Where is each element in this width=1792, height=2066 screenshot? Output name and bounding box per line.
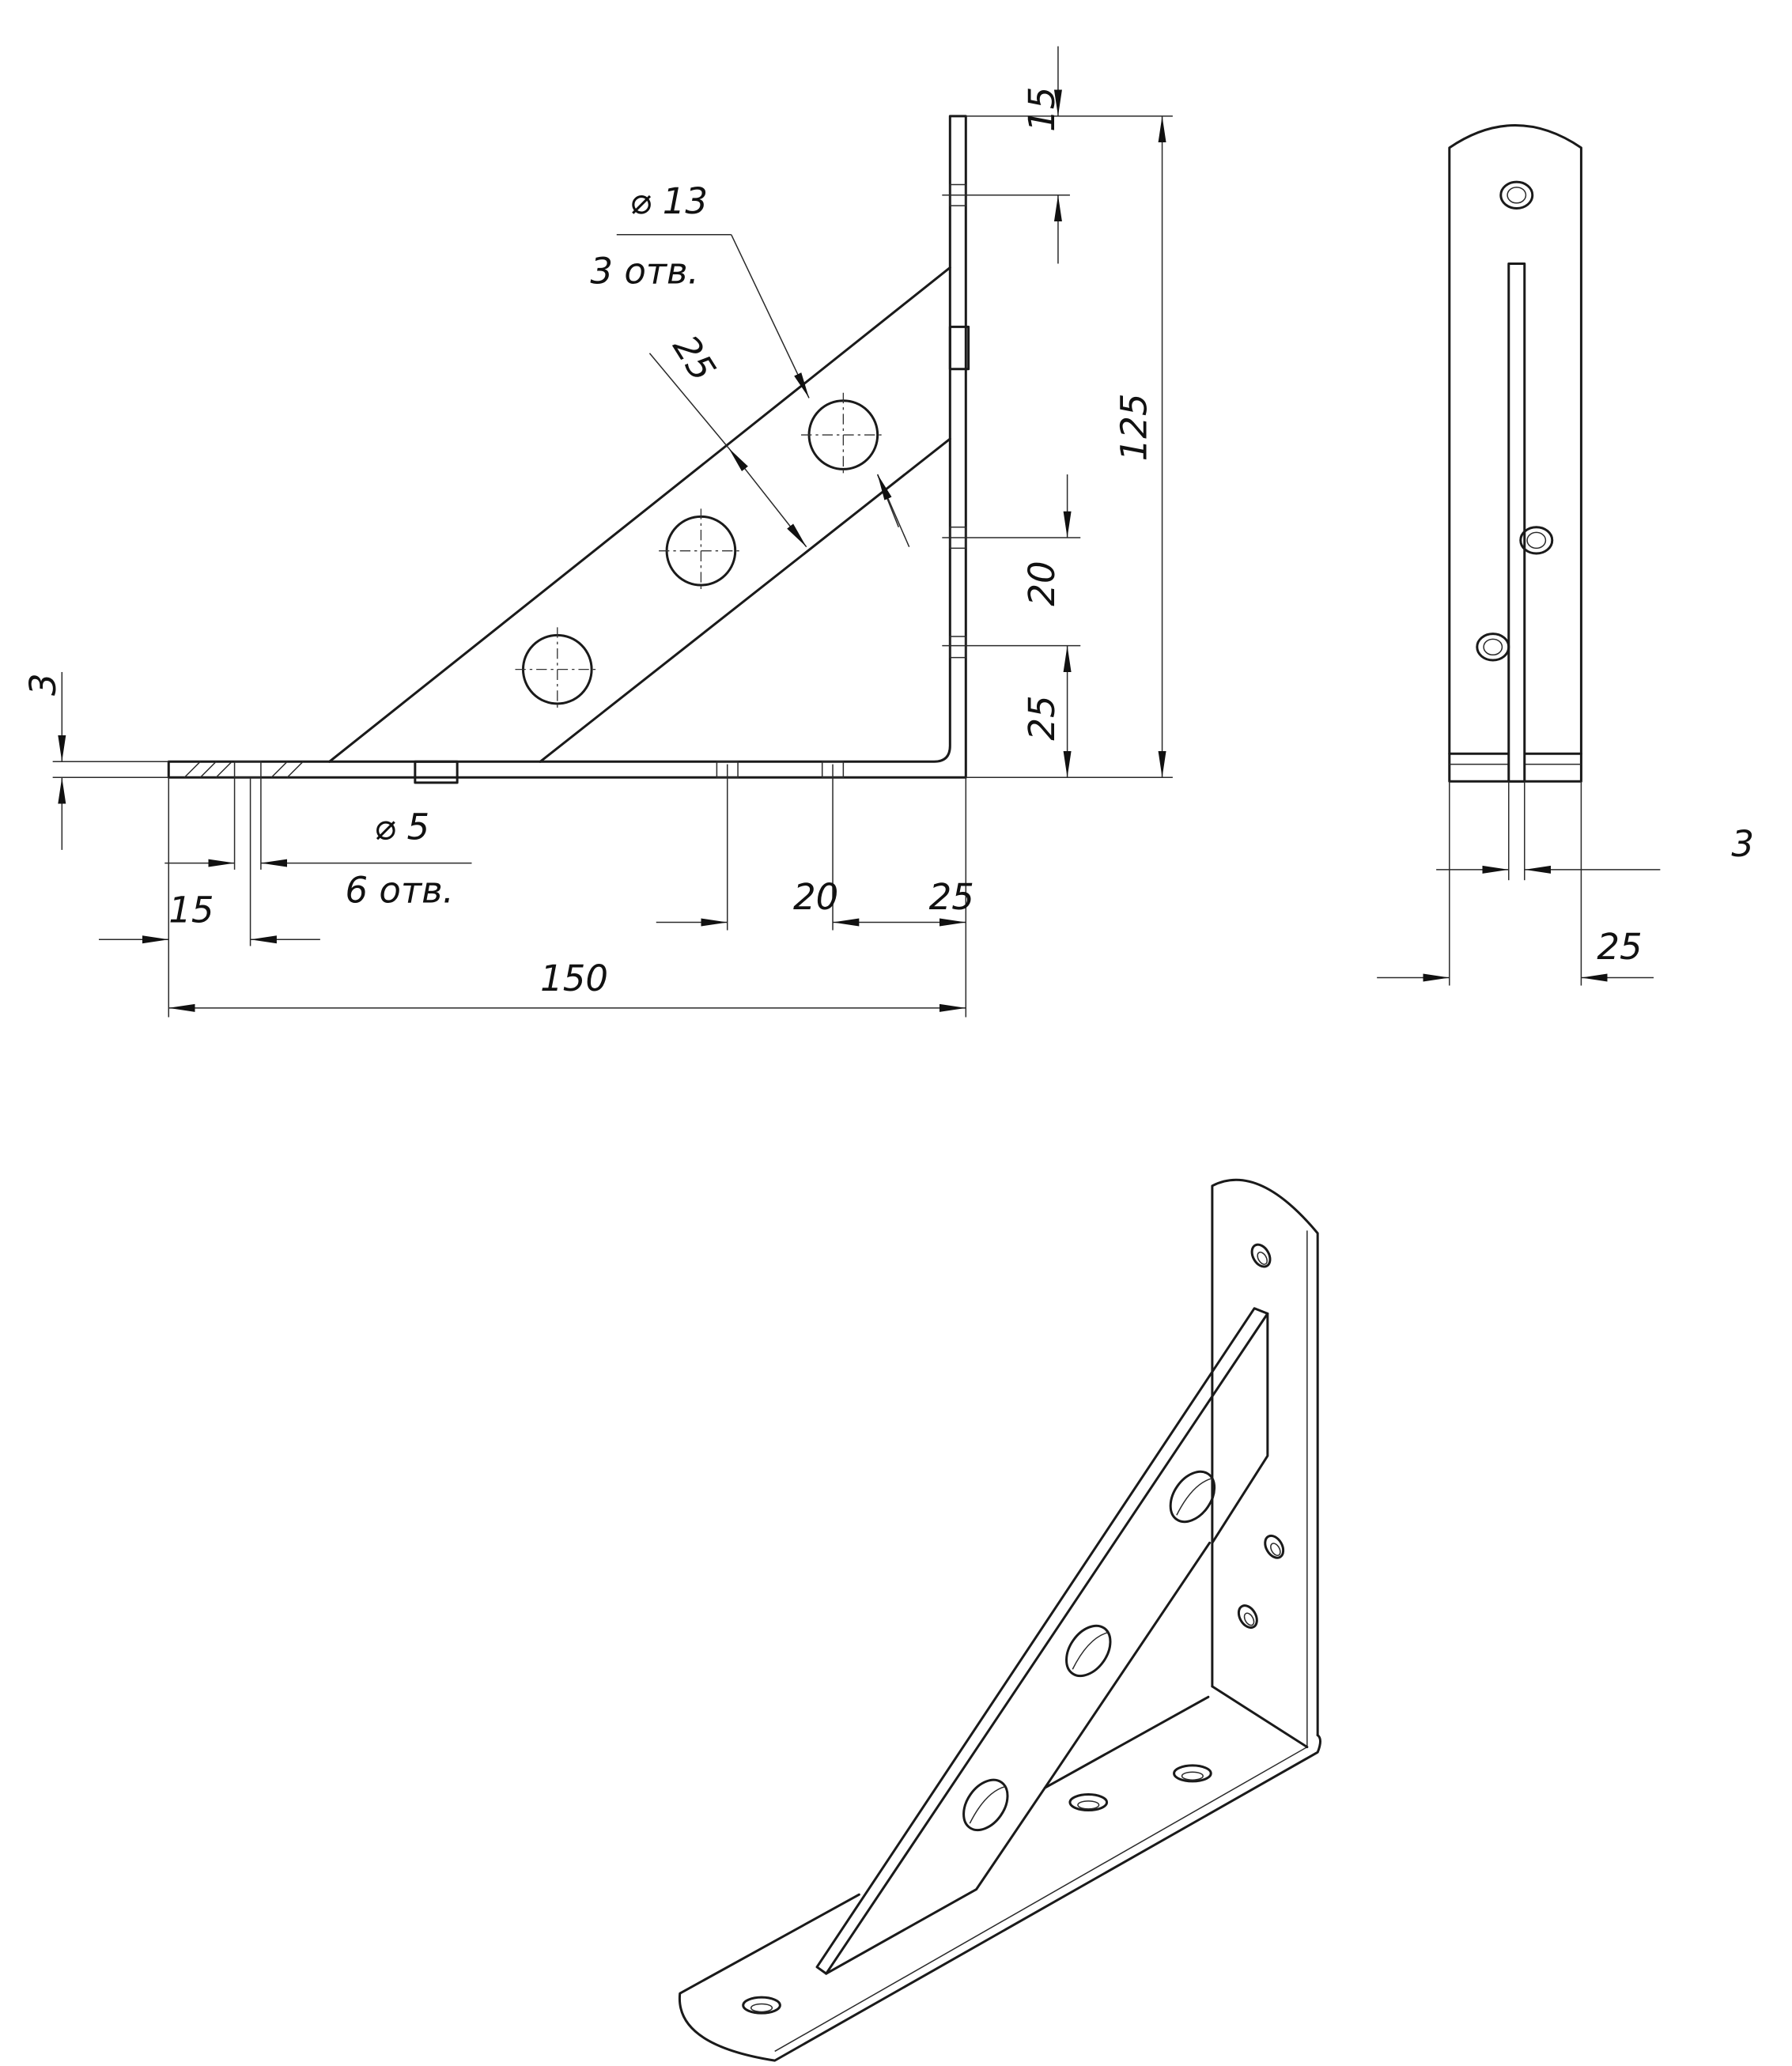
dim-25-gusset-label: 25: [664, 327, 724, 388]
iso-mounting-hole: [1173, 1764, 1212, 1783]
dim-25-right-label: 25: [1021, 695, 1063, 740]
dim-20-right-label: 20: [1021, 561, 1063, 606]
side-hole: [1499, 180, 1534, 210]
large-hole-callout: ⌀ 13 3 отв.: [590, 180, 910, 547]
small-hole-callout: ⌀ 5 6 отв.: [164, 806, 472, 912]
dim-3-left-label: 3: [22, 673, 64, 696]
front-view: 125 15 20 25 3: [22, 46, 1173, 1018]
large-hole-diameter: ⌀ 13: [629, 180, 708, 222]
dimension-20-25-right: 20 25: [942, 474, 1081, 779]
dimension-150: 150: [168, 777, 967, 1018]
dimension-3-thickness: 3: [22, 671, 169, 850]
small-hole-count: 6 отв.: [346, 870, 454, 912]
dim-150-label: 150: [540, 957, 608, 999]
gusset-upper-edge: [328, 266, 951, 763]
dimension-25-gusset: 25: [648, 327, 807, 548]
iso-mounting-hole: [1237, 1604, 1258, 1630]
dimension-125: 125: [966, 115, 1173, 779]
dim-15-top-label: 15: [1021, 87, 1063, 132]
side-gusset-edge: [1507, 262, 1526, 783]
iso-gusset-hole: [1065, 1624, 1112, 1678]
iso-mounting-hole: [1264, 1534, 1285, 1559]
side-outline: [1448, 124, 1582, 783]
dimension-15-top: 15: [942, 46, 1070, 264]
side-dim-3-label: 3: [1731, 823, 1754, 865]
side-hole: [1476, 633, 1510, 662]
dimension-20-25-bottom: 20 25: [656, 764, 974, 931]
dimension-15-bottom: 15: [98, 777, 320, 946]
iso-mounting-hole: [742, 1996, 781, 2015]
iso-mounting-hole: [1250, 1243, 1272, 1268]
small-hole-diameter: ⌀ 5: [374, 806, 429, 848]
isometric-view: [678, 1178, 1322, 2062]
side-view: 3 25: [1377, 124, 1754, 986]
bracket-profile: [167, 115, 967, 779]
side-hole: [1519, 526, 1554, 555]
gusset-hole: [659, 508, 743, 593]
iso-gusset-hole: [962, 1778, 1009, 1832]
side-dim-25-label: 25: [1597, 926, 1642, 968]
iso-mounting-hole: [1068, 1793, 1109, 1812]
dim-15-bottom-label: 15: [168, 889, 214, 931]
dim-25-bottom-label: 25: [929, 876, 974, 918]
gusset-hole: [515, 627, 600, 712]
iso-gusset-hole: [1169, 1470, 1216, 1524]
gusset-hole: [801, 392, 886, 478]
large-hole-count: 3 отв.: [590, 250, 698, 292]
dim-125-label: 125: [1113, 394, 1155, 462]
dim-20-bottom-label: 20: [793, 876, 838, 918]
gusset-lower-edge: [539, 437, 951, 763]
section-hatching: [183, 761, 304, 778]
